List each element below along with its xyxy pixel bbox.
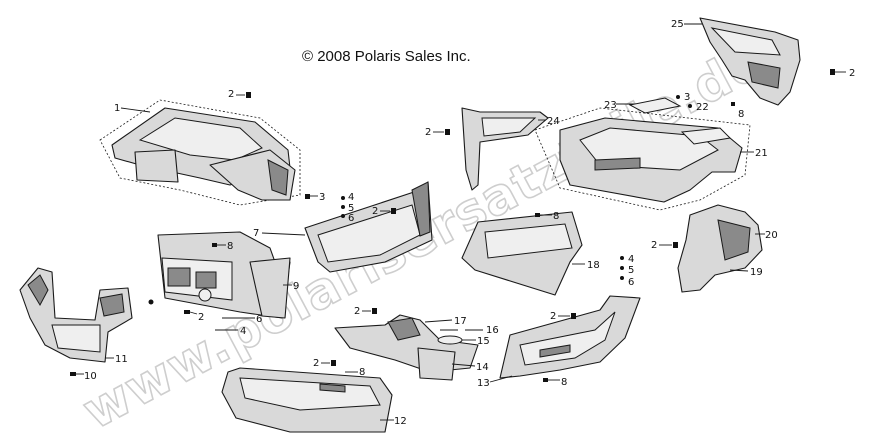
callout-4-panel: 4 [240,326,246,337]
callout-19: 19 [750,267,763,278]
callout-2-console: 2 [354,306,360,317]
callout-13: 13 [477,378,490,389]
callout-2-dash: 2 [372,206,378,217]
screw-3-hood[interactable]: 3 [305,192,325,203]
callout-23: 23 [604,100,617,111]
callout-12: 12 [394,416,407,427]
screw-8-rear[interactable]: 8 [535,211,559,222]
callout-8-panel: 8 [227,241,233,252]
mat-23[interactable]: 23 [604,97,682,114]
screw-8-panel[interactable]: 8 [212,241,233,252]
fasteners-console[interactable]: 17 16 15 2 [354,306,499,347]
callout-17: 17 [454,316,467,327]
part-rear-panel[interactable]: 18 [461,211,600,296]
callout-16: 16 [486,325,499,336]
callout-20: 20 [765,230,778,241]
screw-2-side24[interactable]: 2 [425,127,450,138]
fasteners-panel-lower[interactable]: 6 4 2 [184,310,262,337]
screw-2-side20[interactable]: 2 [651,240,678,251]
callout-8-tray: 8 [561,377,567,388]
callout-4-dash: 4 [348,192,354,203]
callout-24: 24 [547,116,560,127]
callout-2-tub: 2 [313,358,319,369]
callout-2-side20: 2 [651,240,657,251]
callout-3-hood: 3 [319,192,325,203]
clip-fascia[interactable] [148,299,154,305]
bolt-19[interactable]: 19 [729,267,763,278]
callout-3-bed: 3 [684,92,690,103]
callout-6-dash: 6 [348,213,354,224]
callout-10: 10 [84,371,97,382]
callout-25: 25 [671,19,684,30]
callout-4-tray: 4 [628,254,634,265]
screw-8-tray[interactable]: 8 [543,377,567,388]
callout-8-rear: 8 [553,211,559,222]
part-hood[interactable]: 1 [99,99,301,206]
part-rear-fascia[interactable]: 25 [671,17,801,106]
callout-21: 21 [755,148,768,159]
callout-8-tub: 8 [359,367,365,378]
callout-5-dash: 5 [348,203,354,214]
callout-2-panel: 2 [198,312,204,323]
part-dash-panel[interactable]: 7 [253,181,433,273]
callout-2-tray: 2 [550,311,556,322]
screw-2-rear-fascia[interactable]: 2 [830,68,855,79]
screw-2-tub[interactable]: 2 [313,358,336,369]
callout-15: 15 [477,336,490,347]
screw-10-fascia[interactable]: 10 [70,371,97,382]
callout-2-rear-fascia: 2 [849,68,855,79]
callout-9: 9 [293,281,299,292]
part-side-panel-20[interactable]: 20 [677,204,778,293]
part-instrument-panel[interactable]: 9 [157,231,299,319]
fastener-stack-4-5-6-dash[interactable]: 4 5 6 [341,192,354,224]
callout-2-side24: 2 [425,127,431,138]
callout-14: 14 [476,362,489,373]
screw-8-tub[interactable]: 8 [345,367,365,378]
callout-7: 7 [253,228,259,239]
screw-2-dash[interactable]: 2 [372,206,396,217]
screw-2-hood[interactable]: 2 [228,89,251,100]
part-front-fascia[interactable]: 11 [19,267,133,365]
fastener-stack-4-5-6-tray[interactable]: 4 5 6 [620,254,634,288]
part-center-console[interactable]: 14 [334,314,489,381]
callout-11: 11 [115,354,128,365]
callout-18: 18 [587,260,600,271]
part-cargo-bed[interactable]: 21 [534,107,768,211]
part-lower-tub[interactable]: 12 [221,367,407,433]
screw-2-tray[interactable]: 2 [550,311,576,322]
callout-1: 1 [114,103,120,114]
callout-22: 22 [696,102,709,113]
callout-6-panel: 6 [256,314,262,325]
part-floor-tray[interactable]: 13 [477,295,641,389]
copyright-notice: © 2008 Polaris Sales Inc. [302,48,471,65]
callout-5-tray: 5 [628,265,634,276]
callout-6-tray: 6 [628,277,634,288]
part-side-panel-24[interactable]: 24 [461,107,560,191]
fasteners-bed[interactable]: 3 22 8 [676,92,744,120]
callout-2-hood: 2 [228,89,234,100]
callout-8-bed: 8 [738,109,744,120]
